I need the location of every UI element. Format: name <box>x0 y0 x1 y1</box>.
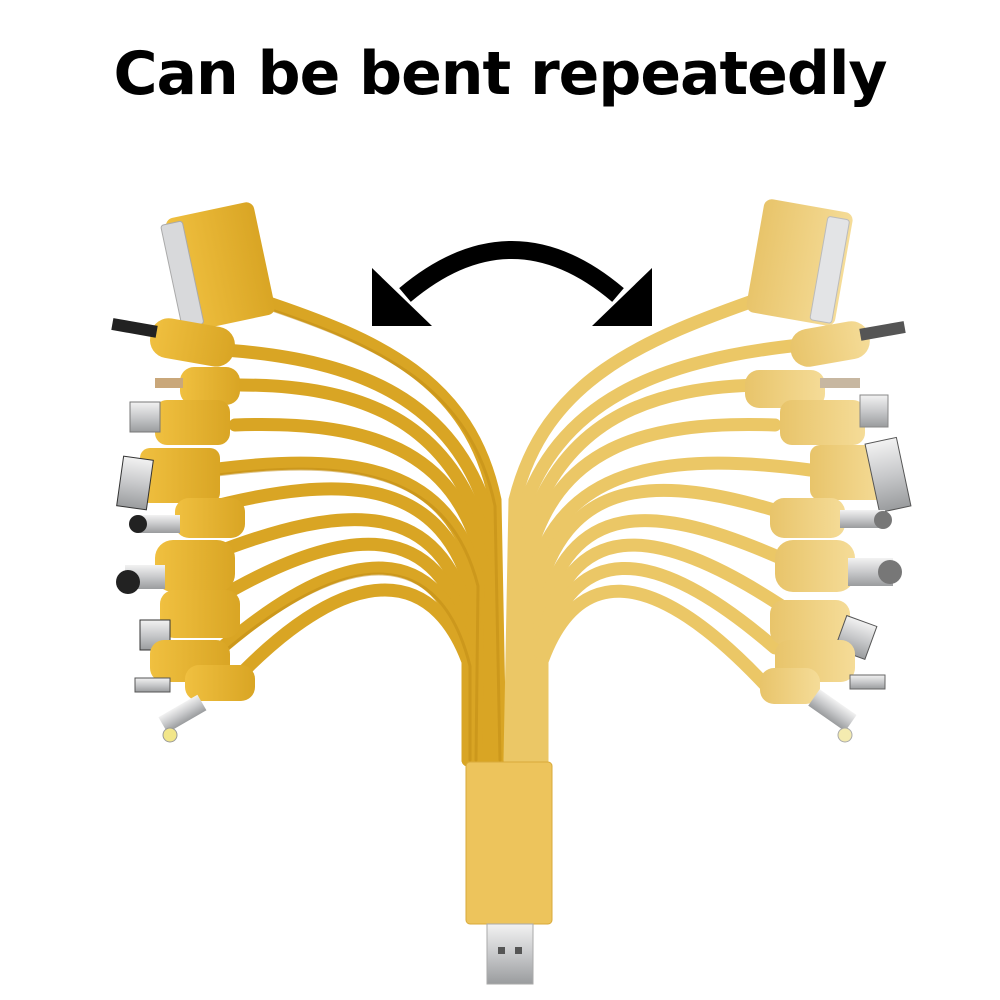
dock-30pin-connector-icon <box>160 202 275 331</box>
dock-30pin-connector-icon <box>746 199 853 326</box>
mini-usb-connector-icon <box>129 400 230 445</box>
mini-usb-connector-icon <box>780 394 889 445</box>
right-cable-bundle <box>503 288 817 767</box>
wide-plug-connector-icon <box>810 436 912 514</box>
left-connectors <box>111 202 275 743</box>
barrel-small-connector-icon <box>129 498 245 538</box>
curved-double-arrow-icon <box>372 241 652 326</box>
micro-usb-connector-icon <box>111 318 235 367</box>
micro-usb-connector-icon <box>790 321 906 367</box>
usb-a-plug-icon <box>465 761 553 985</box>
left-cable-bundle <box>193 293 507 767</box>
barrel-large-connector-icon <box>775 540 902 592</box>
headline: Can be bent repeatedly <box>113 39 888 109</box>
barrel-large-connector-icon <box>116 540 235 594</box>
pin-plug-connector-icon <box>155 367 240 405</box>
right-connectors <box>745 199 912 743</box>
barrel-small-connector-icon <box>770 498 892 538</box>
dc-pin-connector-icon <box>760 668 857 743</box>
pin-plug-connector-icon <box>745 370 860 408</box>
wide-plug-connector-icon <box>116 448 220 511</box>
dc-pin-connector-icon <box>158 665 255 743</box>
